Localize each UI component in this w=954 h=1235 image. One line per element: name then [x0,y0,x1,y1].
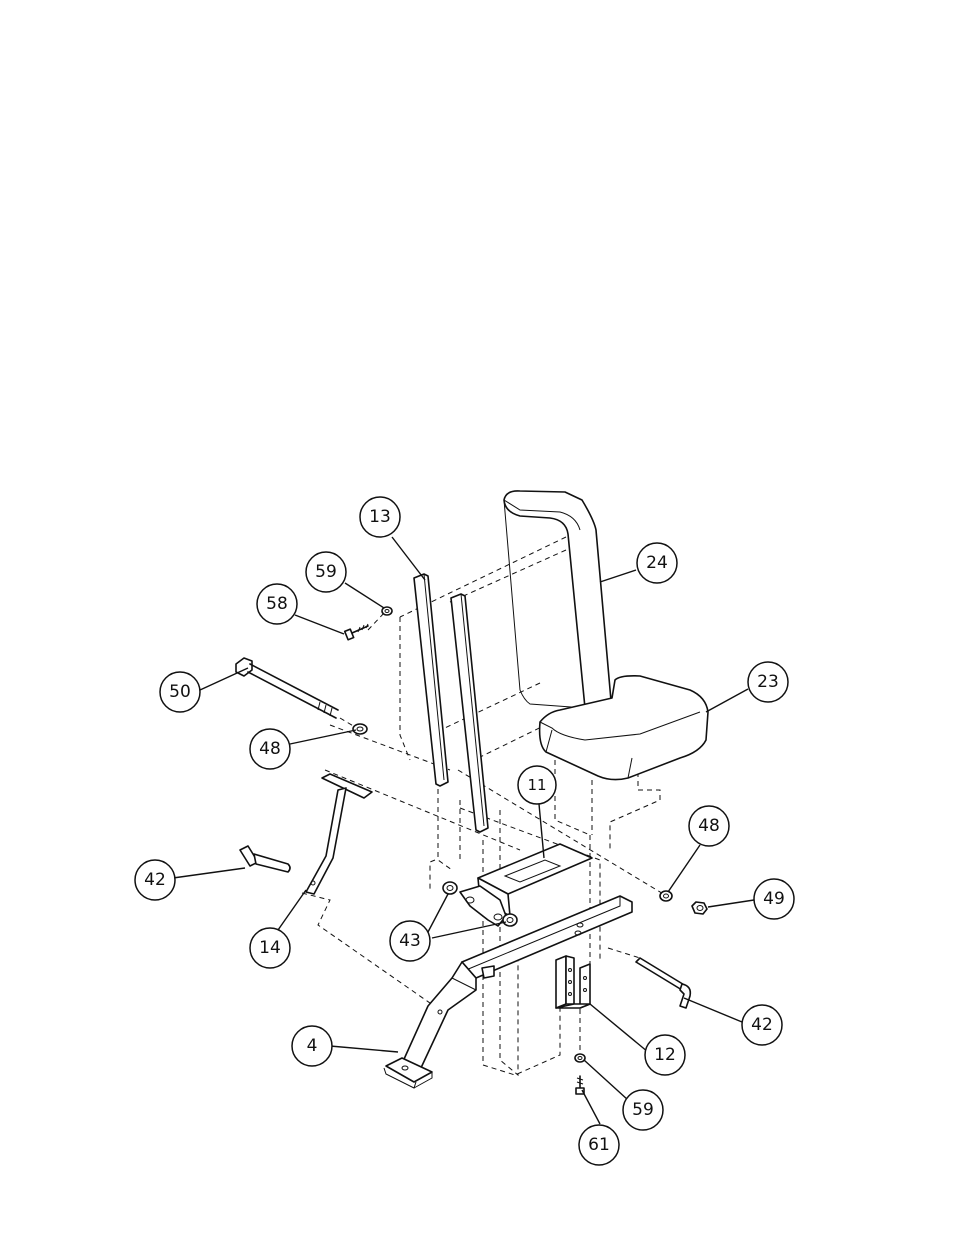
washer-48-right [660,891,672,901]
callout-label: 42 [144,870,166,890]
screw-58 [345,624,368,640]
washer-48-left [353,724,367,734]
callout-48-right: 48 [689,806,729,846]
callout-12: 12 [645,1035,685,1075]
callout-42-left: 42 [135,860,175,900]
callout-label: 59 [315,562,337,582]
long-bolt-50 [236,658,338,718]
callout-label: 59 [632,1100,654,1120]
callout-13: 13 [360,497,400,537]
callout-59-top: 59 [306,552,346,592]
callout-label: 61 [588,1135,610,1155]
nut-49 [692,902,707,914]
callout-label: 42 [751,1015,773,1035]
callout-label: 49 [763,889,785,909]
callout-label: 23 [757,672,779,692]
seat-pad [540,676,708,780]
callout-24: 24 [637,543,677,583]
callout-48-left: 48 [250,729,290,769]
callout-61: 61 [579,1125,619,1165]
callout-label: 58 [266,594,288,614]
callout-label: 12 [654,1045,676,1065]
callout-11: 11 [518,766,556,804]
callout-label: 13 [369,507,391,527]
callout-58: 58 [257,584,297,624]
callout-label: 48 [698,816,720,836]
seat-mount-plate [460,844,592,926]
lever-bracket [306,774,372,894]
callout-label: 4 [307,1036,318,1056]
pin-42-left [240,846,290,872]
upright-tubes [414,574,488,832]
callout-label: 43 [399,931,421,951]
pin-42-right [636,958,690,1008]
callout-42-right: 42 [742,1005,782,1045]
callout-label: 11 [527,776,546,794]
callout-label: 24 [646,553,668,573]
washer-59-bottom [575,1054,585,1062]
callout-23: 23 [748,662,788,702]
callout-43: 43 [390,921,430,961]
callout-59-bottom: 59 [623,1090,663,1130]
callout-14: 14 [250,928,290,968]
callout-50: 50 [160,672,200,712]
callout-label: 48 [259,739,281,759]
callout-49: 49 [754,879,794,919]
callout-4: 4 [292,1026,332,1066]
callout-label: 14 [259,938,281,958]
callout-label: 50 [169,682,191,702]
u-bracket [556,956,590,1008]
